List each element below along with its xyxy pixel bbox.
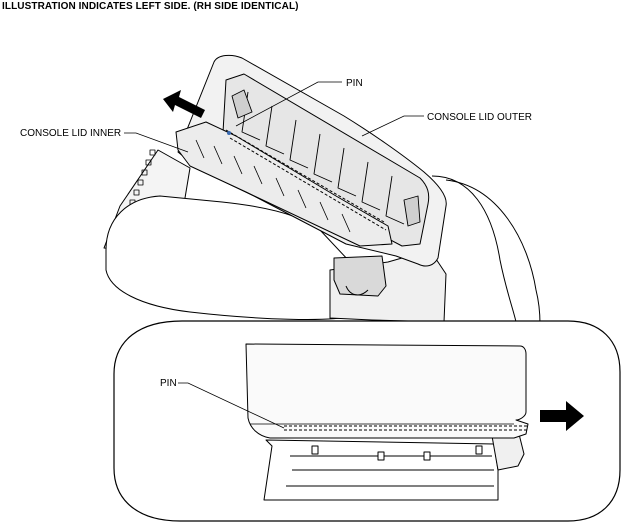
pin-marker bbox=[227, 131, 231, 135]
lid-ribs bbox=[231, 89, 421, 227]
arrow-right-icon bbox=[540, 401, 584, 431]
console-lid-inner-label: CONSOLE LID INNER bbox=[20, 128, 121, 139]
console-lid-inner-tray bbox=[175, 121, 393, 247]
page-title: ILLUSTRATION INDICATES LEFT SIDE. (RH SI… bbox=[2, 1, 299, 12]
callout-leaders-top bbox=[124, 81, 424, 153]
detail-lid bbox=[245, 343, 529, 439]
pin-detail-leader bbox=[178, 382, 285, 429]
console-lid-outer-leader bbox=[361, 115, 424, 137]
console-assembly bbox=[103, 54, 447, 323]
console-lid-outer-label: CONSOLE LID OUTER bbox=[427, 112, 532, 123]
arrow-up-left-icon bbox=[163, 90, 205, 118]
detail-pin-dashed-line bbox=[284, 425, 528, 431]
hinge-bracket bbox=[333, 255, 387, 297]
pin-detail-label: PIN bbox=[160, 378, 177, 389]
pin-dashed-line bbox=[225, 129, 385, 223]
console-lid-inner-leader bbox=[124, 132, 189, 153]
detail-view: PIN bbox=[113, 320, 621, 522]
pin-top-leader bbox=[235, 81, 342, 127]
magnifier-connector bbox=[431, 175, 541, 325]
pin-top-label: PIN bbox=[346, 78, 363, 89]
